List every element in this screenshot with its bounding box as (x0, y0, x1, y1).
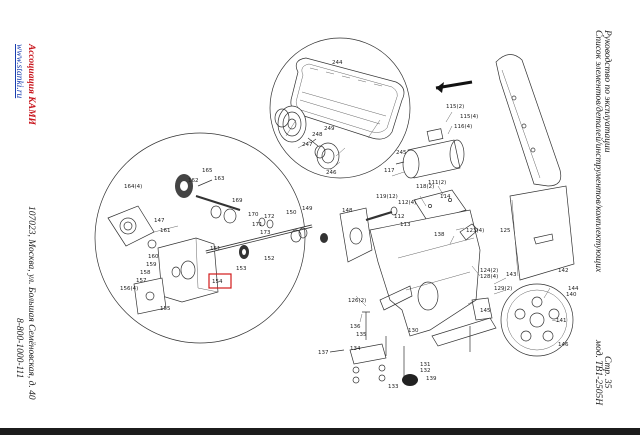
part-callout-142: 142 (558, 268, 569, 274)
part-callout-130: 130 (408, 328, 419, 334)
part-callout-137: 137 (318, 350, 329, 356)
part-callout-245: 245 (396, 150, 407, 156)
viewer-bottom-bar (0, 428, 640, 435)
part-callout-152: 152 (264, 256, 275, 262)
part-callout-129-2-: 129(2) (494, 286, 512, 292)
part-callout-172: 172 (264, 214, 275, 220)
part-callout-115-4-: 115(4) (460, 114, 478, 120)
part-callout-140: 140 (566, 292, 577, 298)
chip-guard (509, 185, 575, 281)
part-callout-160: 160 (148, 254, 159, 260)
part-callout-133: 133 (388, 384, 399, 390)
part-callout-141: 141 (556, 318, 567, 324)
tailstock (339, 207, 373, 263)
part-callout-157: 157 (136, 278, 147, 284)
part-callout-169: 169 (232, 198, 243, 204)
part-callout-153: 153 (236, 266, 247, 272)
part-callout-112: 112 (394, 214, 405, 220)
part-callout-118-2-: 118(2) (416, 184, 434, 190)
headstock-body (157, 237, 219, 303)
part-callout-131: 131 (420, 362, 431, 368)
part-callout-158: 158 (140, 270, 151, 276)
part-callout-124-2-: 124(2) (480, 268, 498, 274)
belt-cover (495, 54, 562, 187)
part-callout-173: 173 (260, 230, 271, 236)
part-callout-147: 147 (154, 218, 165, 224)
part-callout-114: 114 (440, 194, 451, 200)
headstock-detail-circle (94, 132, 306, 344)
part-callout-134: 134 (350, 346, 361, 352)
part-callout-249: 249 (324, 126, 335, 132)
handwheel (500, 283, 574, 357)
part-callout-156-4-: 156(4) (120, 286, 138, 292)
part-callout-149: 149 (302, 206, 313, 212)
part-callout-162: 162 (188, 178, 199, 184)
spindle-pulley (316, 142, 340, 170)
part-callout-161: 161 (160, 228, 171, 234)
gearbox-cover (107, 205, 155, 247)
part-callout-115-2-: 115(2) (446, 104, 464, 110)
drive-belt (290, 57, 405, 140)
part-callout-146: 146 (558, 342, 569, 348)
part-callout-132: 132 (420, 368, 431, 374)
part-callout-143: 143 (506, 272, 517, 278)
part-callout-150: 150 (286, 210, 297, 216)
part-callout-244: 244 (332, 60, 343, 66)
rubber-foot (402, 374, 418, 386)
part-callout-125: 125 (500, 228, 511, 234)
part-callout-113: 113 (400, 222, 411, 228)
part-callout-139: 139 (426, 376, 437, 382)
part-callout-138: 138 (434, 232, 445, 238)
part-callout-170: 170 (248, 212, 259, 218)
part-callout-116-4-: 116(4) (454, 124, 472, 130)
part-callout-171: 171 (252, 222, 263, 228)
highlighted-part-box (208, 273, 232, 289)
support-bracket (349, 343, 387, 365)
highlighted-part-label: 154 (212, 279, 223, 285)
part-callout-246: 246 (326, 170, 337, 176)
part-callout-148: 148 (342, 208, 353, 214)
part-callout-248: 248 (312, 132, 323, 138)
lathe-bed (369, 209, 481, 337)
part-callout-136: 136 (350, 324, 361, 330)
part-callout-247: 247 (302, 142, 313, 148)
part-callout-128-4-: 128(4) (480, 274, 498, 280)
part-callout-165: 165 (202, 168, 213, 174)
part-callout-126-2-: 126(2) (348, 298, 366, 304)
part-callout-111-2-: 111(2) (428, 180, 446, 186)
part-callout-112-4-: 112(4) (398, 200, 416, 206)
belt-detail-circle (269, 37, 411, 179)
part-callout-135: 135 (356, 332, 367, 338)
part-callout-164-4-: 164(4) (124, 184, 142, 190)
part-callout-163: 163 (214, 176, 225, 182)
part-callout-117: 117 (384, 168, 395, 174)
part-callout-155: 155 (160, 306, 171, 312)
part-callout-123-4-: 123(4) (466, 228, 484, 234)
part-callout-159: 159 (146, 262, 157, 268)
part-callout-144: 144 (568, 286, 579, 292)
part-callout-151: 151 (210, 246, 221, 252)
part-callout-145: 145 (480, 308, 491, 314)
motor-pulley (277, 105, 307, 143)
part-callout-119-12-: 119(12) (376, 194, 398, 200)
